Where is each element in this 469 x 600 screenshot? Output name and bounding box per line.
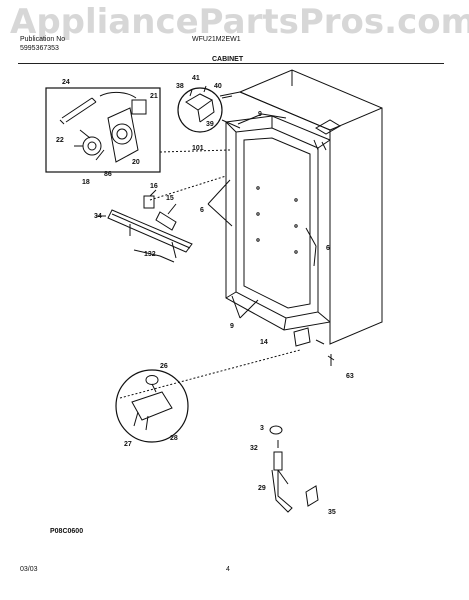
part-label: 34 xyxy=(94,213,102,220)
inset-leader-lines xyxy=(219,91,241,129)
leader-lines xyxy=(119,149,301,399)
section-title: CABINET xyxy=(212,56,244,63)
part-label: 35 xyxy=(328,509,336,516)
cabinet-screw xyxy=(327,354,335,366)
part-label: 15 xyxy=(166,195,174,202)
part-label: 29 xyxy=(258,485,266,492)
part-label: 38 xyxy=(176,83,184,90)
watermark: AppliancePartsPros.com xyxy=(10,2,469,42)
part-label: 40 xyxy=(214,83,222,90)
page-number: 4 xyxy=(226,566,230,573)
part-label: 18 xyxy=(82,179,90,186)
part-label: 3 xyxy=(260,425,264,432)
part-label: 26 xyxy=(160,363,168,370)
part-labels: 24 21 22 20 18 86 41 38 40 39 101 9 16 1… xyxy=(56,75,354,516)
part-label: 63 xyxy=(346,373,354,380)
thermostat-assembly xyxy=(185,85,215,123)
cabinet-body xyxy=(225,69,383,347)
part-label: 20 xyxy=(132,159,140,166)
part-label: 39 xyxy=(206,121,214,128)
pointer-lines xyxy=(207,95,317,319)
light-socket-and-bulb xyxy=(143,189,177,231)
part-label: 32 xyxy=(250,445,258,452)
part-label: 9 xyxy=(230,323,234,330)
part-label: 21 xyxy=(150,93,158,100)
part-label: 14 xyxy=(260,339,268,346)
figure-code: P08C0600 xyxy=(50,528,84,535)
header-rule xyxy=(18,63,444,64)
revision-date: 03/03 xyxy=(20,566,38,573)
part-label: 16 xyxy=(150,183,158,190)
part-label: 28 xyxy=(170,435,178,442)
publication-label: Publication No xyxy=(20,36,66,43)
motor-inset-box xyxy=(45,87,161,173)
part-label: 27 xyxy=(124,441,132,448)
fan-motor-assembly xyxy=(59,91,147,163)
part-label: 41 xyxy=(192,75,200,82)
bottom-hinge-assembly xyxy=(131,375,173,431)
model-number: WFU21M2EW1 xyxy=(192,36,241,43)
part-label: 9 xyxy=(258,111,262,118)
hinge-inset xyxy=(115,369,189,443)
publication-number: 5995367353 xyxy=(20,45,59,52)
thermostat-inset xyxy=(177,87,223,133)
part-label: 86 xyxy=(104,171,112,178)
part-label: 6 xyxy=(326,245,330,252)
cabinet-strip xyxy=(96,209,193,263)
part-label: 24 xyxy=(62,79,70,86)
part-label: 132 xyxy=(144,251,156,258)
part-label: 101 xyxy=(192,145,204,152)
drain-assembly xyxy=(269,425,319,513)
part-label: 6 xyxy=(200,207,204,214)
part-label: 22 xyxy=(56,137,64,144)
